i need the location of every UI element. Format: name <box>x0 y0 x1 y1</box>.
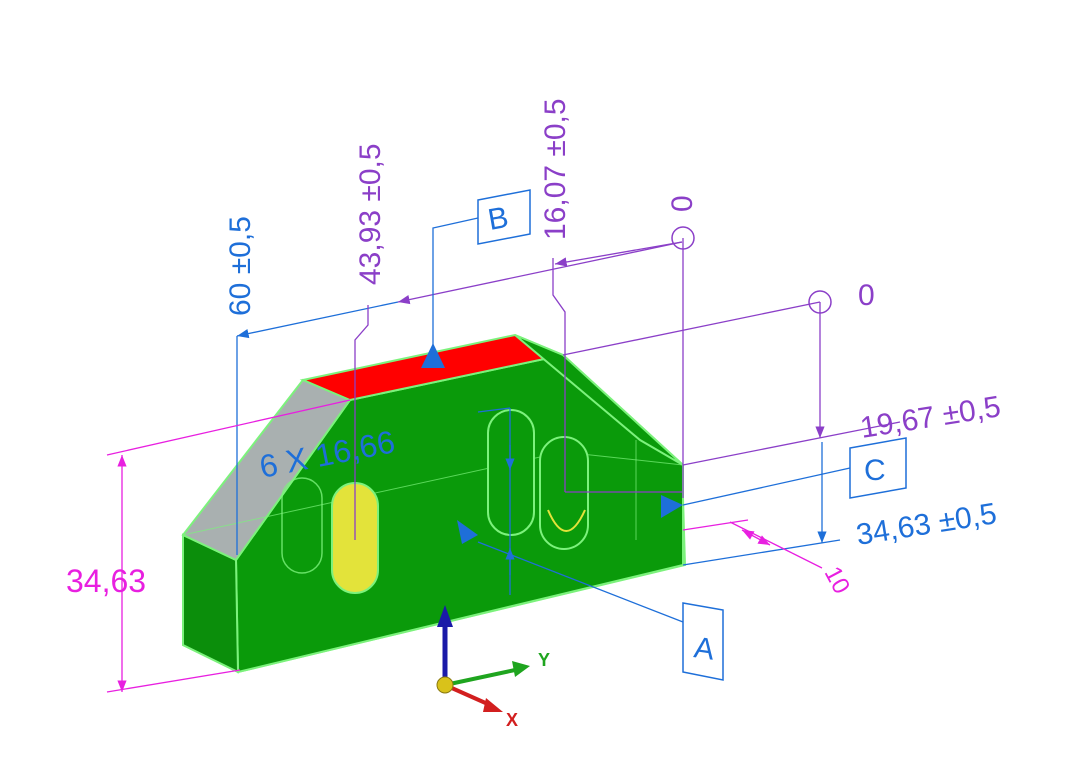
slot-middle <box>487 409 535 536</box>
part-body <box>181 333 687 674</box>
dimension-10: 10 <box>682 519 855 598</box>
dimension-34-left-text: 34,63 <box>66 563 146 599</box>
datum-c-box <box>849 437 907 499</box>
y-axis <box>444 668 516 687</box>
dimension-60: 60 ±0,5 <box>224 216 399 555</box>
dimension-16-text: 16,07 ±0,5 <box>539 98 572 240</box>
datum-a-label: A <box>692 631 716 666</box>
datum-b: B <box>421 189 531 368</box>
datum-b-triangle <box>421 343 445 368</box>
y-axis-label: Y <box>538 650 550 670</box>
datum-c: C <box>661 437 907 518</box>
origin-top: 0 <box>666 195 699 498</box>
dimension-10-text: 10 <box>819 562 855 598</box>
datum-c-triangle <box>661 495 683 518</box>
y-axis-arrow <box>512 661 530 677</box>
dimension-60-text: 60 ±0,5 <box>224 216 257 316</box>
dimension-34-right-text: 34,63 ±0,5 <box>854 497 999 552</box>
origin-ball <box>436 676 454 694</box>
datum-a-box <box>682 602 724 681</box>
z-axis-arrow <box>437 605 453 627</box>
slot-right <box>539 436 589 550</box>
dimension-19-text: 19,67 ±0,5 <box>858 390 1003 445</box>
datum-b-box <box>477 189 531 245</box>
dimension-16: 16,07 ±0,5 <box>539 98 683 493</box>
origin-right-text: 0 <box>858 279 875 312</box>
datum-a: A <box>457 520 724 681</box>
origin-right: 0 <box>562 279 875 438</box>
datum-c-label: C <box>864 454 886 487</box>
x-axis-arrow <box>483 698 503 712</box>
dimension-19: 19,67 ±0,5 <box>682 390 1003 466</box>
slot-right-inner <box>547 509 586 532</box>
dimension-43: 43,93 ±0,5 <box>354 143 683 540</box>
dimension-43-text: 43,93 ±0,5 <box>354 143 387 285</box>
dimension-34-left: 34,63 <box>66 399 351 693</box>
x-axis-label: X <box>506 710 518 730</box>
origin-top-text: 0 <box>666 195 699 212</box>
datum-a-triangle <box>457 520 478 544</box>
coordinate-triad: Y X <box>436 605 550 730</box>
slot-left-outline <box>281 477 323 574</box>
dimension-34-right: 34,63 ±0,5 <box>682 442 999 566</box>
